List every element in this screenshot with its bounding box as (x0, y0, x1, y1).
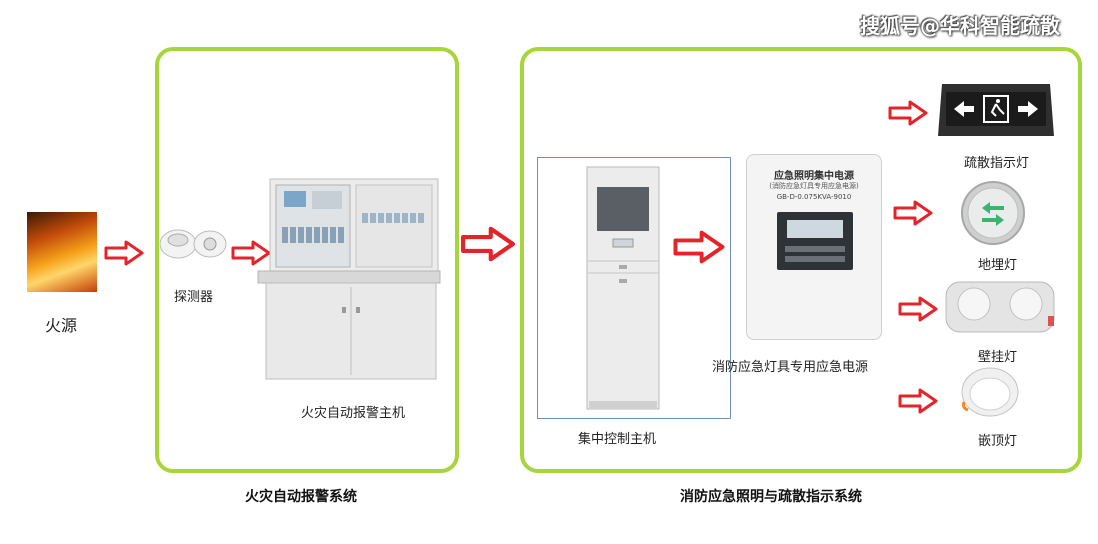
emergency-system-caption: 消防应急照明与疏散指示系统 (680, 489, 862, 505)
arrow-icon (893, 200, 933, 226)
arrow-icon (888, 100, 928, 126)
emergency-power-screen (777, 212, 853, 270)
lamp-label-floor: 地埋灯 (978, 258, 1018, 273)
exit-sign-icon (936, 80, 1056, 140)
central-control-host-label: 集中控制主机 (578, 432, 657, 447)
arrow-icon (898, 388, 938, 414)
emergency-system-panel (520, 47, 1082, 473)
detector-label: 探测器 (174, 290, 214, 305)
fire-source-label: 火源 (45, 316, 78, 335)
emergency-power-model: GB-D-0.075KVA-9010 (776, 193, 852, 201)
lamp-label-ceiling: 嵌顶灯 (978, 434, 1018, 449)
watermark: 搜狐号@华科智能疏散 (860, 14, 1060, 38)
emergency-power-subtitle: (消防应急灯具专用应急电源) (769, 182, 859, 190)
lamp-label-wall: 壁挂灯 (978, 350, 1018, 365)
arrow-icon (898, 296, 938, 322)
fire-source-image (27, 212, 97, 292)
detector-image (158, 220, 228, 265)
arrow-icon (104, 240, 144, 266)
arrow-icon (460, 226, 516, 262)
fire-alarm-host-label: 火灾自动报警主机 (301, 406, 406, 421)
wall-lamp-icon (944, 278, 1056, 336)
central-control-host-frame (537, 157, 731, 419)
ceiling-lamp-icon (960, 366, 1020, 420)
emergency-power-title: 应急照明集中电源 (774, 171, 854, 182)
emergency-power-image: 应急照明集中电源 (消防应急灯具专用应急电源) GB-D-0.075KVA-90… (746, 154, 882, 340)
fire-alarm-host-image (256, 177, 442, 382)
lamp-label-exit-sign: 疏散指示灯 (964, 156, 1030, 171)
arrow-icon (670, 230, 728, 264)
emergency-power-label: 消防应急灯具专用应急电源 (712, 360, 869, 375)
floor-lamp-icon (960, 180, 1026, 246)
fire-alarm-system-panel (155, 47, 459, 473)
fire-alarm-system-caption: 火灾自动报警系统 (245, 489, 357, 505)
central-control-host-image (585, 165, 661, 411)
